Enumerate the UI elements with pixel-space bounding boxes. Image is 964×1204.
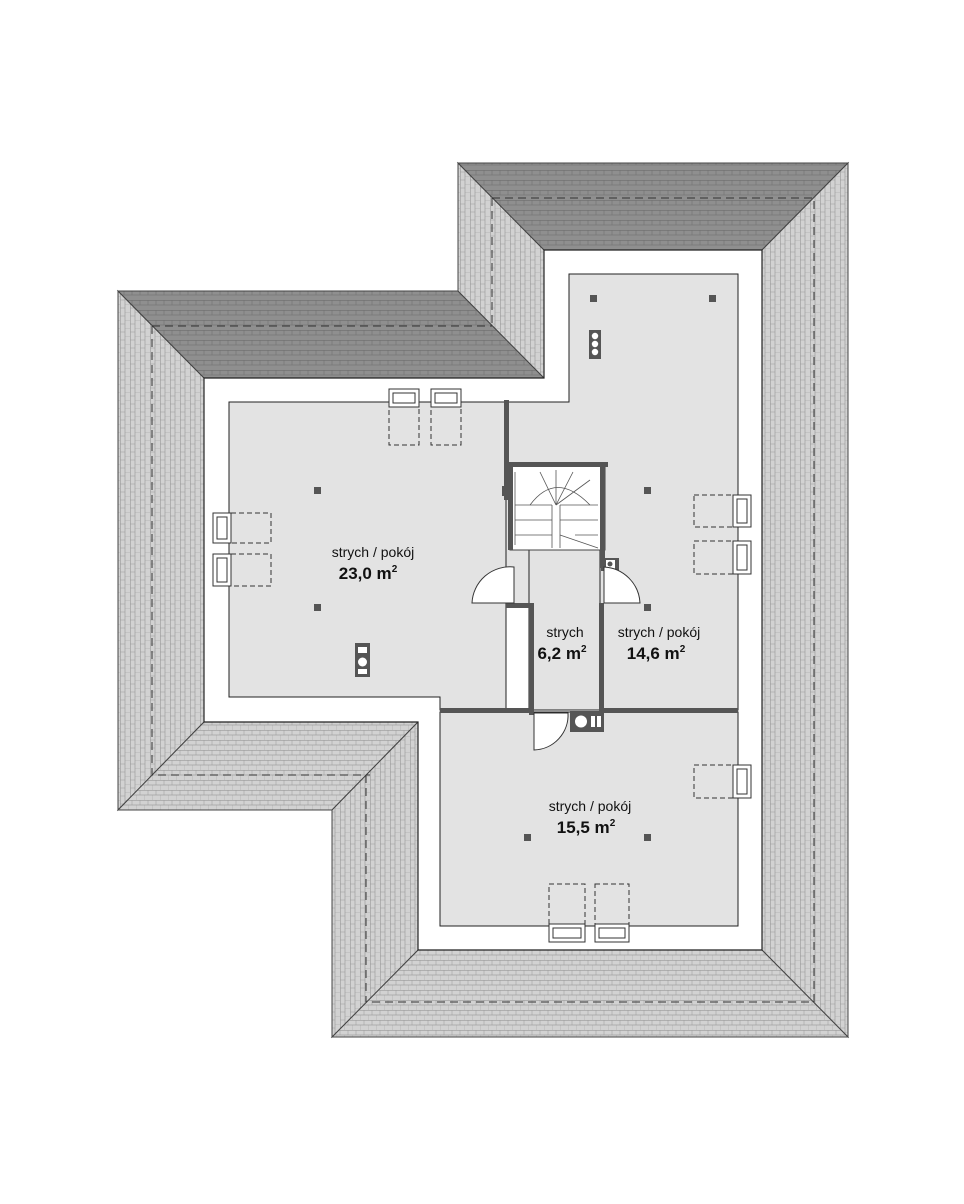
roof-windows (212, 388, 752, 943)
room-area: 15,5 m2 (557, 818, 616, 837)
walls (440, 400, 738, 715)
posts (314, 295, 716, 841)
roof-dashed-lines (151, 197, 815, 1003)
room-name: strych / pokój (618, 624, 700, 640)
rooms (228, 273, 739, 927)
roof-slope (761, 161, 849, 1039)
roof-window (212, 512, 272, 544)
room-label-6: strych 6,2 m2 (537, 624, 586, 663)
doors (471, 566, 641, 751)
roof-window (693, 494, 752, 528)
room-label-23: strych / pokój 23,0 m2 (332, 544, 414, 583)
roof-window (212, 553, 272, 587)
roof-slope (117, 289, 205, 812)
door-swing (471, 566, 515, 604)
room-name: strych / pokój (549, 798, 631, 814)
roof-slope (330, 949, 850, 1038)
room-label-14: strych / pokój 14,6 m2 (618, 624, 700, 663)
room-area: 6,2 m2 (537, 644, 586, 663)
room-name: strych (546, 624, 583, 640)
door-swing (533, 712, 569, 751)
chimney-icon (570, 711, 604, 732)
roof-window (693, 540, 752, 575)
roof (116, 161, 850, 1039)
room-floor-15 (439, 711, 739, 927)
staircase (509, 464, 606, 551)
roof-window (693, 764, 752, 799)
roof-window (594, 883, 630, 943)
room-area: 14,6 m2 (627, 644, 686, 663)
chimney-icon (589, 330, 601, 359)
roof-window (388, 388, 420, 446)
room-name: strych / pokój (332, 544, 414, 560)
room-area: 23,0 m2 (339, 564, 398, 583)
roof-window (548, 883, 586, 943)
chimney-icon (355, 643, 370, 677)
roof-window (430, 388, 462, 446)
door-swing (603, 566, 641, 604)
room-label-15: strych / pokój 15,5 m2 (549, 798, 631, 837)
